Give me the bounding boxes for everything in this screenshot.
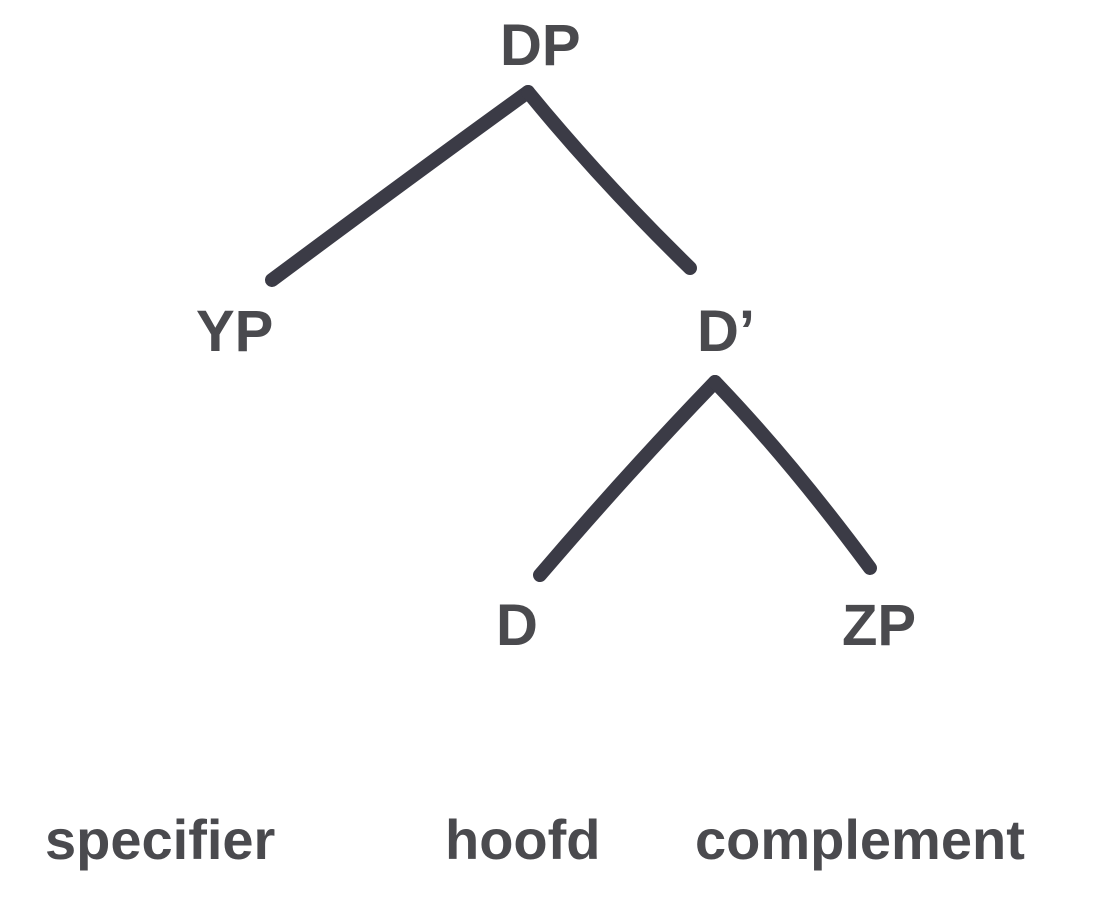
- label-specifier: specifier: [45, 808, 276, 871]
- branch-dp-dbar: [521, 85, 697, 275]
- node-yp: YP: [196, 299, 274, 364]
- node-dbar: D’: [697, 299, 755, 364]
- node-dp: DP: [500, 13, 581, 78]
- branch-dbar-d: [533, 375, 722, 582]
- branch-dp-yp: [265, 85, 535, 287]
- node-zp: ZP: [842, 593, 917, 658]
- label-head: hoofd: [445, 808, 601, 871]
- branch-dbar-zp: [708, 375, 877, 575]
- node-d: D: [496, 593, 538, 658]
- label-complement: complement: [695, 808, 1025, 871]
